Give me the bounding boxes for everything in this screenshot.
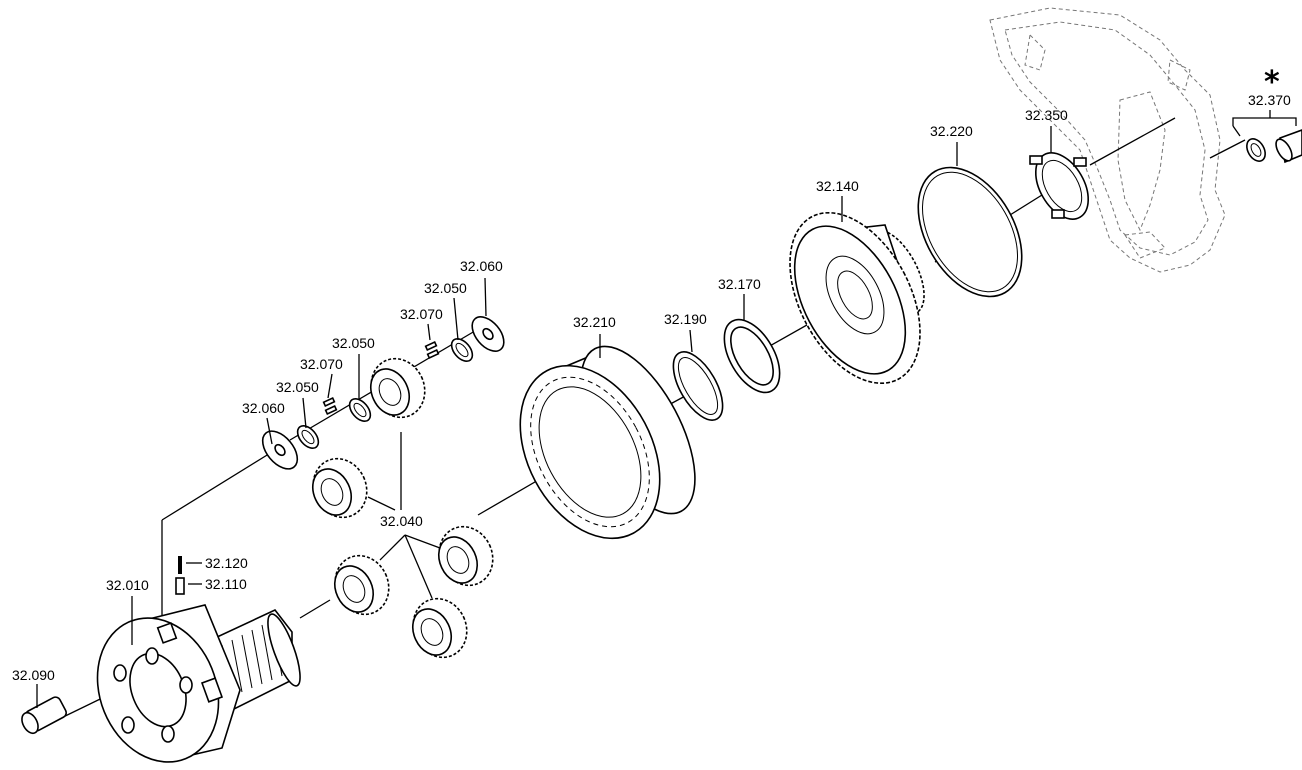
label-32-350: 32.350	[1025, 107, 1068, 123]
part-32-190-snap-ring	[672, 351, 724, 421]
label-32-060-left: 32.060	[242, 400, 285, 416]
part-32-170-bearing	[723, 318, 781, 394]
label-32-050-3: 32.050	[424, 280, 467, 296]
part-32-210-ring-gear	[519, 345, 696, 540]
label-32-040: 32.040	[380, 513, 423, 529]
label-32-070-2: 32.070	[400, 306, 443, 322]
part-32-070-needles-left	[322, 397, 338, 415]
label-32-220: 32.220	[930, 123, 973, 139]
part-32-370-seal-plug	[1246, 129, 1302, 164]
label-32-120: 32.120	[205, 555, 248, 571]
label-32-010: 32.010	[106, 577, 149, 593]
label-32-110: 32.110	[205, 576, 247, 592]
part-32-050-ring-1	[296, 424, 320, 450]
part-labels: 32.090 32.010 32.120 32.110 32.060 32.05…	[12, 65, 1291, 683]
part-32-220-snap-ring	[917, 166, 1023, 298]
label-32-140: 32.140	[816, 178, 859, 194]
part-32-040-planet-gear-top	[369, 357, 426, 419]
label-32-070-1: 32.070	[300, 356, 343, 372]
part-32-060-thrust-washer-right	[471, 316, 505, 352]
part-32-040-planet-gear-mid	[311, 457, 368, 519]
part-32-350-retainer	[1029, 152, 1090, 220]
housing-outline	[989, 7, 1226, 273]
part-32-050-ring-3	[450, 337, 474, 363]
part-32-040-planet-gear-lower-left	[333, 554, 390, 616]
label-32-050-2: 32.050	[332, 335, 375, 351]
label-32-050-1: 32.050	[276, 379, 319, 395]
part-32-110-sleeve	[175, 577, 185, 595]
label-32-090: 32.090	[12, 667, 55, 683]
label-32-210: 32.210	[573, 314, 616, 330]
label-32-190: 32.190	[664, 311, 707, 327]
part-32-010-planet-carrier	[96, 604, 301, 763]
part-32-040-planet-gear-right	[437, 525, 494, 587]
asterisk-marker: *	[1264, 65, 1280, 100]
leader-lines	[36, 110, 1297, 708]
part-32-040-planet-gear-bottom	[411, 597, 468, 659]
part-32-090-pin	[21, 696, 67, 735]
part-32-050-ring-2	[348, 397, 372, 423]
label-32-060-right: 32.060	[460, 258, 503, 274]
part-32-070-needles-right	[424, 341, 440, 359]
label-32-170: 32.170	[718, 276, 761, 292]
part-32-120-pin	[178, 556, 182, 574]
part-32-140-sun-gear	[789, 211, 925, 385]
label-32-370: 32.370	[1248, 92, 1291, 108]
